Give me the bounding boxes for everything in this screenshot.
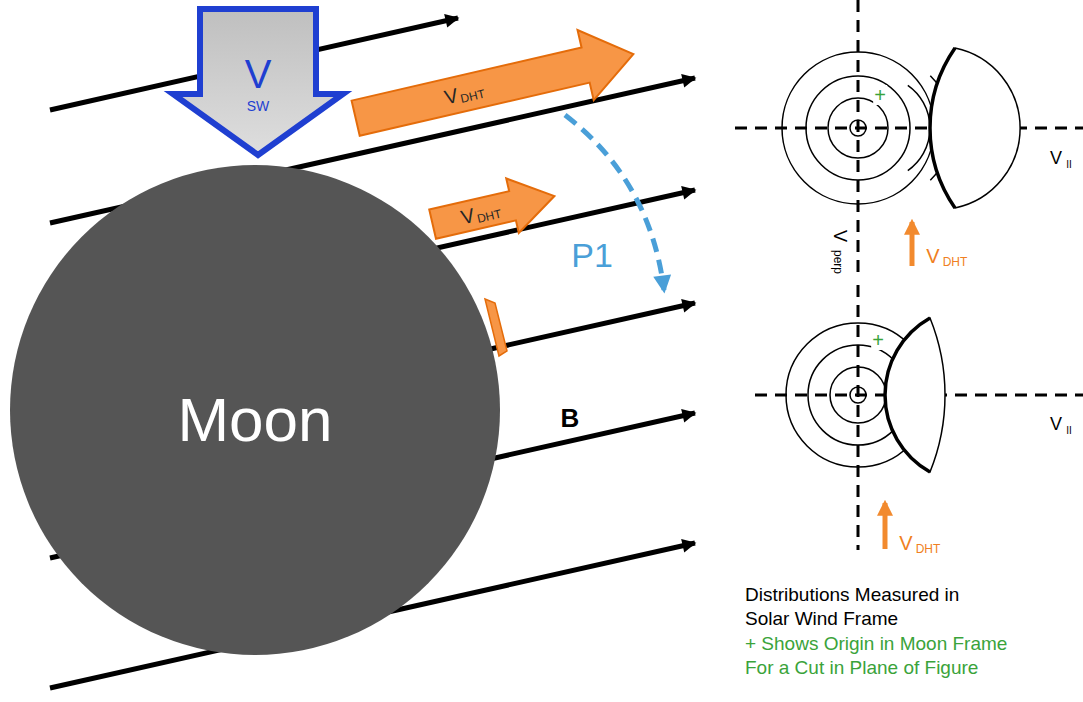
moon-disc	[10, 165, 500, 655]
legend-note: + Shows Origin in Moon Frame For a Cut i…	[745, 632, 1040, 680]
axis-line	[857, 285, 860, 550]
crescent-edge	[930, 48, 955, 208]
axis-label: V	[1050, 149, 1062, 167]
arrow-shape	[348, 19, 642, 153]
drift-arrow: VDHT	[424, 165, 565, 255]
axis-label: V	[1050, 415, 1062, 433]
arrow-shape	[426, 169, 560, 252]
origin-marker: +	[873, 85, 887, 105]
drift-arrow: VDHT	[345, 15, 645, 156]
contour	[850, 387, 866, 403]
crescent	[930, 48, 1020, 208]
axis-subscript: II	[1066, 160, 1072, 170]
contour	[782, 52, 934, 204]
velocity-subscript: DHT	[943, 256, 968, 268]
moon-label: Moon	[177, 389, 332, 451]
moon-body: Moon	[10, 165, 500, 655]
field-label: B	[561, 405, 580, 431]
velocity-subscript: SW	[247, 99, 270, 113]
axis-subscript: II	[1066, 426, 1072, 436]
drift-arrow	[883, 503, 888, 549]
path-label: P1	[571, 238, 613, 272]
contour	[830, 367, 886, 423]
velocity-subscript: DHT	[916, 543, 941, 555]
axis-subscript: perp	[832, 250, 844, 274]
origin-marker: +	[871, 330, 885, 350]
velocity-label: V	[899, 533, 912, 553]
caption-note: Distributions Measured in Solar Wind Fra…	[745, 583, 1005, 631]
contour	[850, 120, 866, 136]
solar-wind-arrow: V SW	[170, 6, 346, 158]
crescent	[885, 318, 945, 472]
velocity-symbol: V	[245, 54, 272, 94]
drift-arrow	[910, 222, 915, 266]
velocity-label: V	[926, 246, 939, 266]
axis-line	[857, 0, 860, 278]
arrow-shape	[173, 9, 343, 155]
drift-arrow-outline	[345, 15, 645, 156]
axis-line	[735, 127, 1083, 130]
contour	[908, 85, 930, 170]
axis-label: V	[831, 230, 849, 242]
particle-path	[565, 115, 664, 290]
contour	[806, 76, 910, 180]
contour	[828, 98, 888, 158]
crescent-edge	[885, 318, 930, 472]
